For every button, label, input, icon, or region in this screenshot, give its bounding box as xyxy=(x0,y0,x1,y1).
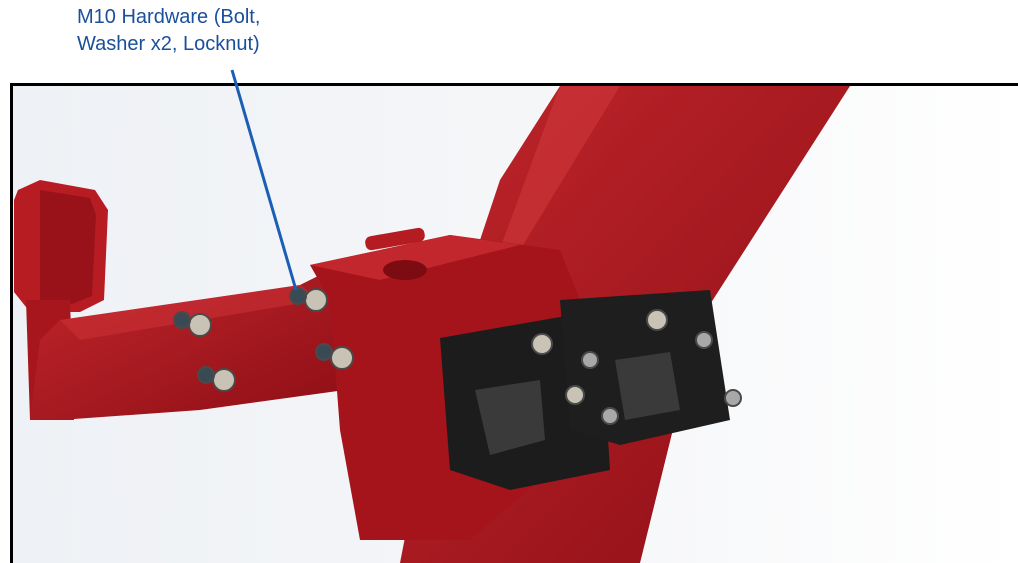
hardware-set xyxy=(173,287,742,425)
washer xyxy=(565,385,585,405)
drawing-frame xyxy=(10,83,1018,563)
nut xyxy=(173,311,191,329)
washer xyxy=(646,309,668,331)
nut xyxy=(289,287,307,305)
hardware-callout: M10 Hardware (Bolt, Washer x2, Locknut) xyxy=(77,4,260,58)
nut xyxy=(197,366,215,384)
washer xyxy=(188,313,212,337)
callout-line-1: M10 Hardware (Bolt, xyxy=(77,6,261,28)
nut xyxy=(315,343,333,361)
plate-cutout-left xyxy=(475,380,545,455)
arm-top-face xyxy=(60,285,320,340)
washer xyxy=(531,333,553,355)
callout-line-2: Washer x2, Locknut) xyxy=(77,33,260,55)
nut xyxy=(695,331,713,349)
washer xyxy=(330,346,354,370)
bracket-top xyxy=(310,235,520,280)
nut xyxy=(724,389,742,407)
bracket-hole xyxy=(383,260,427,280)
washer xyxy=(212,368,236,392)
plate-cutout-right xyxy=(615,352,680,420)
pin xyxy=(365,227,425,251)
washer xyxy=(304,288,328,312)
nut xyxy=(581,351,599,369)
nut xyxy=(601,407,619,425)
end-cap-face xyxy=(40,190,96,304)
callout-leader-line xyxy=(230,69,298,291)
